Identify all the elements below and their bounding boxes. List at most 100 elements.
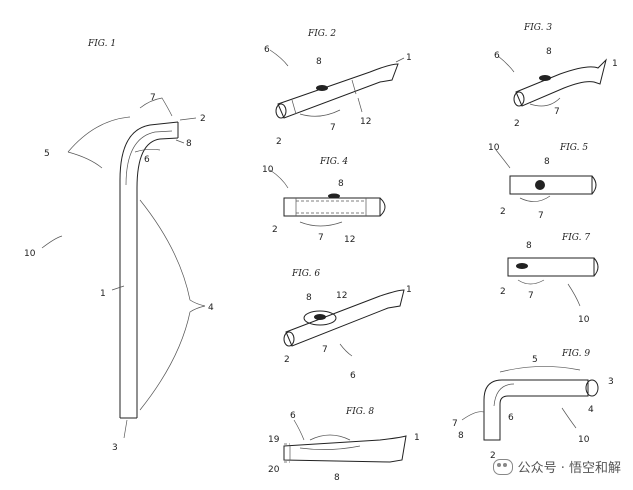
fig9-label-10: 10 bbox=[578, 435, 590, 445]
fig2-rod bbox=[277, 63, 399, 119]
fig1-leader-5a bbox=[67, 116, 131, 153]
fig6-label-8: 8 bbox=[306, 293, 312, 303]
fig9-rod-tip bbox=[585, 379, 599, 397]
fig8-arrow-6 bbox=[293, 419, 305, 441]
fig2-label-12: 12 bbox=[360, 117, 371, 127]
fig9-label-5: 5 bbox=[532, 355, 538, 365]
fig7-label-2: 2 bbox=[500, 287, 506, 297]
fig1-leader-8 bbox=[175, 139, 185, 144]
fig1-label-7: 7 bbox=[150, 93, 156, 103]
fig9-arrow-10 bbox=[561, 407, 577, 429]
fig9-label-8: 8 bbox=[458, 431, 464, 441]
fig3-rod bbox=[515, 58, 607, 107]
fig2-arrow-6 bbox=[269, 49, 289, 67]
fig1-label-4: 4 bbox=[208, 303, 214, 313]
fig8-rod bbox=[283, 435, 407, 463]
fig7: FIG. 7 8 2 7 10 bbox=[500, 233, 599, 325]
fig9-title: FIG. 9 bbox=[561, 349, 590, 359]
fig3-label-7: 7 bbox=[554, 107, 560, 117]
fig1-label-8: 8 bbox=[186, 139, 192, 149]
fig2-title: FIG. 2 bbox=[307, 29, 336, 39]
fig2-sleeve-line bbox=[351, 79, 357, 95]
fig2-label-1: 1 bbox=[406, 53, 412, 63]
fig6: FIG. 6 8 12 1 2 7 6 bbox=[283, 269, 412, 381]
fig7-arrow-10 bbox=[567, 283, 581, 307]
fig6-disc-12 bbox=[303, 310, 337, 326]
fig4-brace-7 bbox=[299, 221, 343, 227]
fig9-label-2: 2 bbox=[490, 451, 496, 461]
fig1-label-6: 6 bbox=[144, 155, 150, 165]
fig3-label-6: 6 bbox=[494, 51, 500, 61]
fig8-brace bbox=[309, 434, 351, 441]
fig8-cap-dash bbox=[284, 443, 290, 463]
fig1: FIG. 1 7 2 5 8 6 10 1 4 3 bbox=[24, 39, 214, 453]
fig6-label-12: 12 bbox=[336, 291, 347, 301]
wechat-icon bbox=[492, 458, 513, 475]
fig1-leader-5b bbox=[67, 151, 103, 169]
fig4-inner-bore bbox=[296, 200, 366, 214]
fig6-label-6: 6 bbox=[350, 371, 356, 381]
fig6-hole-8 bbox=[314, 314, 326, 320]
fig1-label-1: 1 bbox=[100, 289, 106, 299]
fig5-body bbox=[509, 175, 593, 195]
fig4-hole-8 bbox=[328, 193, 340, 199]
fig9-bend-inner bbox=[493, 383, 515, 407]
fig8-label-1: 1 bbox=[414, 433, 420, 443]
fig7-rounded-end bbox=[593, 257, 599, 277]
fig2-hole-8 bbox=[316, 85, 328, 91]
fig9-brace-5 bbox=[499, 366, 581, 373]
fig6-label-1: 1 bbox=[406, 285, 412, 295]
fig7-brace-7 bbox=[517, 279, 545, 285]
fig5-label-7: 7 bbox=[538, 211, 544, 221]
fig9-label-4: 4 bbox=[588, 405, 594, 415]
fig5-label-2: 2 bbox=[500, 207, 506, 217]
fig2-leader-1 bbox=[395, 57, 405, 63]
fig8-label-20: 20 bbox=[268, 465, 280, 475]
fig1-leader-2 bbox=[179, 117, 197, 121]
fig1-label-5: 5 bbox=[44, 149, 50, 159]
fig3-arrow-6 bbox=[497, 55, 515, 73]
fig4-label-7: 7 bbox=[318, 233, 324, 243]
fig4-label-2: 2 bbox=[272, 225, 278, 235]
fig2: FIG. 2 6 8 1 2 7 12 bbox=[264, 29, 412, 147]
fig4-arrow-10 bbox=[269, 169, 289, 189]
fig6-title: FIG. 6 bbox=[291, 269, 320, 279]
fig8-hole-line bbox=[299, 445, 361, 450]
fig9-leader-7 bbox=[461, 411, 485, 421]
fig7-title: FIG. 7 bbox=[561, 233, 590, 243]
fig1-arrow-10 bbox=[41, 235, 63, 249]
fig3-rod-end bbox=[513, 91, 525, 107]
fig1-leader-4a bbox=[139, 199, 206, 307]
fig1-title: FIG. 1 bbox=[87, 39, 116, 49]
fig8-label-6: 6 bbox=[290, 411, 296, 421]
fig7-label-7: 7 bbox=[528, 291, 534, 301]
fig1-brace-7 bbox=[139, 97, 173, 117]
fig1-brace-6 bbox=[134, 148, 161, 153]
watermark-text: 公众号 · 悟空和解 bbox=[517, 461, 621, 476]
fig6-rod bbox=[285, 289, 405, 347]
fig9-label-3: 3 bbox=[608, 377, 614, 387]
fig3-title: FIG. 3 bbox=[523, 23, 552, 33]
fig5-brace-7 bbox=[519, 195, 551, 202]
fig1-leader-1 bbox=[111, 285, 125, 291]
fig4-rounded-end bbox=[379, 197, 386, 217]
fig2-label-7: 7 bbox=[330, 123, 336, 133]
fig1-label-2: 2 bbox=[200, 114, 206, 124]
fig1-leader-4b bbox=[139, 305, 206, 411]
fig5-arrow-10 bbox=[495, 149, 511, 169]
fig3-label-8: 8 bbox=[546, 47, 552, 57]
fig1-label-10: 10 bbox=[24, 249, 36, 259]
fig6-label-2: 2 bbox=[284, 355, 290, 365]
fig6-label-7: 7 bbox=[322, 345, 328, 355]
fig5-rounded-end bbox=[591, 175, 597, 195]
fig4-sleeve-lines bbox=[295, 198, 367, 216]
fig3: FIG. 3 6 8 1 2 7 bbox=[494, 23, 618, 129]
fig1-label-3: 3 bbox=[112, 443, 118, 453]
fig9-label-6: 6 bbox=[508, 413, 514, 423]
fig4: FIG. 4 10 8 2 7 12 bbox=[262, 157, 386, 245]
fig1-rod-left-edge bbox=[119, 121, 179, 418]
fig6-arrow-6 bbox=[339, 343, 353, 357]
fig1-leader-3 bbox=[123, 419, 128, 439]
fig3-label-2: 2 bbox=[514, 119, 520, 129]
fig4-label-12: 12 bbox=[344, 235, 355, 245]
